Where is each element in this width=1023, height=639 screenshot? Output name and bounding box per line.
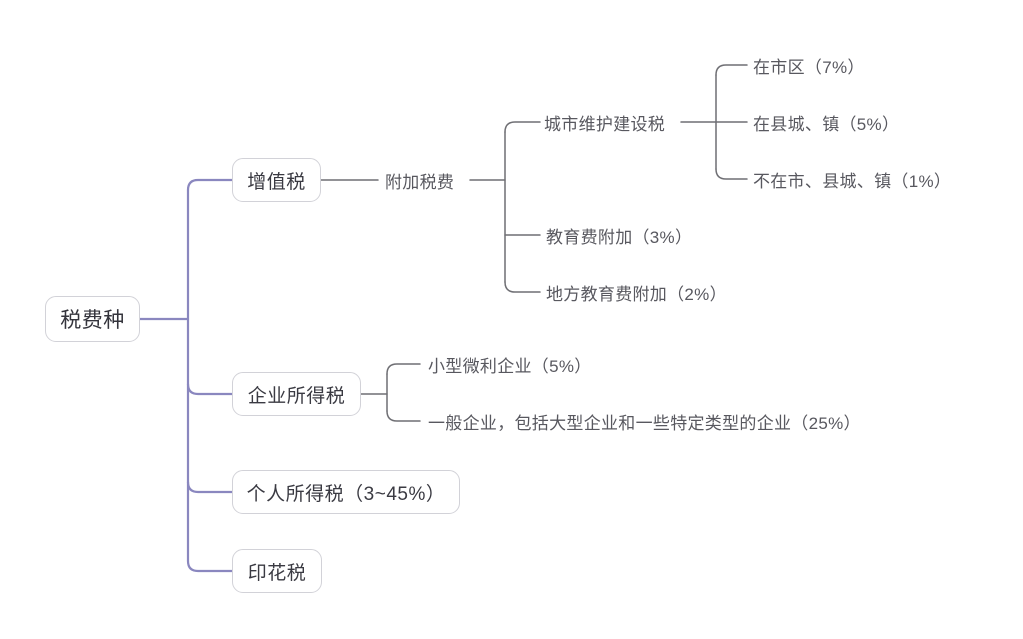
city-tax-connectors — [680, 64, 748, 180]
node-zaishiqu[interactable]: 在市区（7%） — [753, 53, 865, 77]
node-jiaoyufufujia[interactable]: 教育费附加（3%） — [546, 223, 692, 247]
link-cit-general — [386, 410, 421, 422]
node-zaixianchengzhen-label: 在县城、镇（5%） — [753, 114, 900, 134]
node-qiyesuodeshui-label: 企业所得税 — [247, 385, 346, 407]
node-zengzhishui[interactable]: 增值税 — [232, 158, 321, 202]
node-yibanqiye[interactable]: 一般企业，包括大型企业和一些特定类型的企业（25%） — [428, 409, 861, 433]
node-buzaishixianchengzhen[interactable]: 不在市、县城、镇（1%） — [753, 167, 951, 191]
surtax-connectors — [469, 121, 541, 293]
node-fujiashuifei[interactable]: 附加税费 — [385, 168, 454, 192]
link-cit-small — [386, 363, 421, 375]
root-connectors — [138, 178, 234, 573]
node-xiaoxingweiliqiye-label: 小型微利企业（5%） — [428, 356, 592, 376]
node-buzaishixianchengzhen-label: 不在市、县城、镇（1%） — [753, 171, 952, 191]
link-root-qiyesuodeshui — [186, 382, 234, 396]
link-city-buzai — [715, 168, 748, 180]
node-zengzhishui-label: 增值税 — [247, 171, 306, 193]
node-yinhuashui-label: 印花税 — [247, 562, 307, 584]
node-yinhuashui[interactable]: 印花税 — [232, 549, 322, 593]
node-difangjiaoyufufujia-label: 地方教育费附加（2%） — [546, 284, 727, 304]
node-jiaoyufufujia-label: 教育费附加（3%） — [546, 227, 693, 247]
link-surtax-chengjianshui — [504, 121, 541, 133]
cit-connectors — [360, 363, 421, 422]
link-root-zengzhishui — [186, 178, 234, 192]
node-fujiashuifei-label: 附加税费 — [385, 172, 455, 192]
node-gerensuodeshui[interactable]: 个人所得税（3~45%） — [232, 470, 460, 514]
root-node-label: 税费种 — [60, 309, 125, 332]
node-gerensuodeshui-label: 个人所得税（3~45%） — [246, 483, 446, 505]
node-zaixianchengzhen[interactable]: 在县城、镇（5%） — [753, 110, 899, 134]
link-surtax-difangjiaoyufu — [504, 281, 541, 293]
node-xiaoxingweiliqiye[interactable]: 小型微利企业（5%） — [428, 352, 592, 376]
link-city-shiqu — [715, 64, 748, 76]
node-difangjiaoyufufujia[interactable]: 地方教育费附加（2%） — [546, 280, 727, 304]
node-yibanqiye-label: 一般企业，包括大型企业和一些特定类型的企业（25%） — [428, 413, 861, 433]
root-node[interactable]: 税费种 — [45, 296, 140, 342]
link-root-gerensuodeshui — [186, 480, 234, 494]
node-zaishiqu-label: 在市区（7%） — [753, 57, 865, 77]
node-chengshiweihujianshe[interactable]: 城市维护建设税 — [544, 110, 665, 134]
link-root-yinhuashui — [186, 559, 234, 573]
node-qiyesuodeshui[interactable]: 企业所得税 — [232, 372, 361, 416]
node-chengshiweihujianshe-label: 城市维护建设税 — [544, 114, 666, 134]
